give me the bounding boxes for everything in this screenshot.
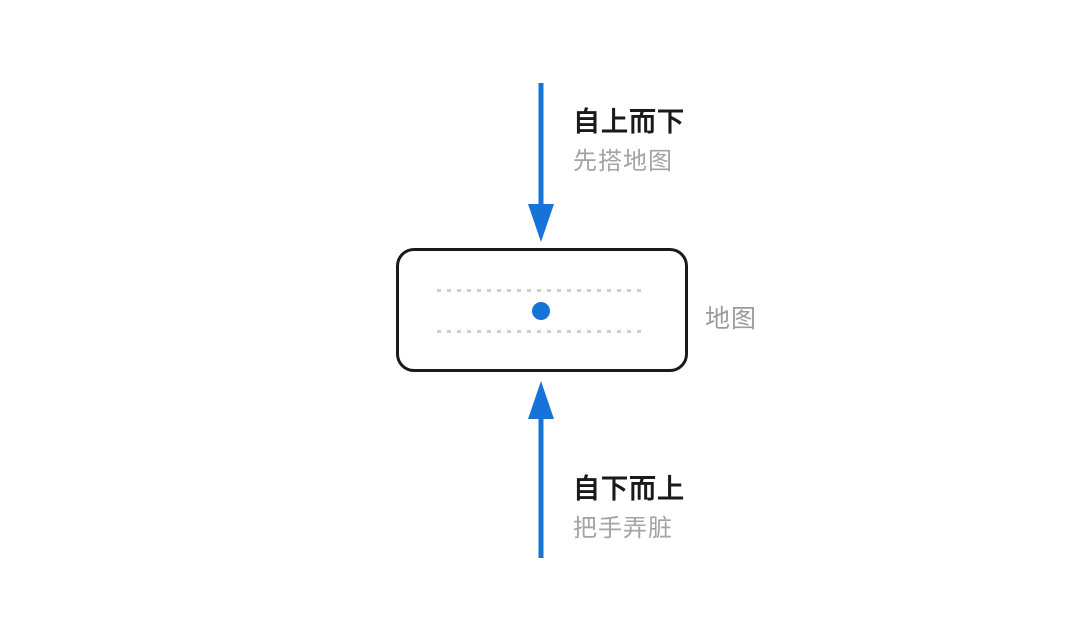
arrow-down-head bbox=[528, 204, 554, 242]
arrow-up-head bbox=[528, 381, 554, 419]
bottom-flow-title: 自下而上 bbox=[573, 474, 685, 504]
map-center-dot bbox=[532, 302, 550, 320]
dashed-line-top bbox=[437, 289, 647, 292]
map-box-label: 地图 bbox=[705, 305, 758, 333]
top-label-block: 自上而下 先搭地图 bbox=[573, 106, 685, 176]
bottom-label-block: 自下而上 把手弄脏 bbox=[573, 473, 685, 543]
top-flow-subtitle: 先搭地图 bbox=[573, 148, 673, 175]
dashed-line-bottom bbox=[437, 330, 647, 333]
arrow-up-icon bbox=[528, 381, 554, 558]
dot-icon bbox=[532, 302, 550, 320]
top-flow-title: 自上而下 bbox=[573, 107, 685, 137]
bottom-flow-subtitle: 把手弄脏 bbox=[573, 515, 673, 542]
arrow-down-icon bbox=[528, 83, 554, 242]
